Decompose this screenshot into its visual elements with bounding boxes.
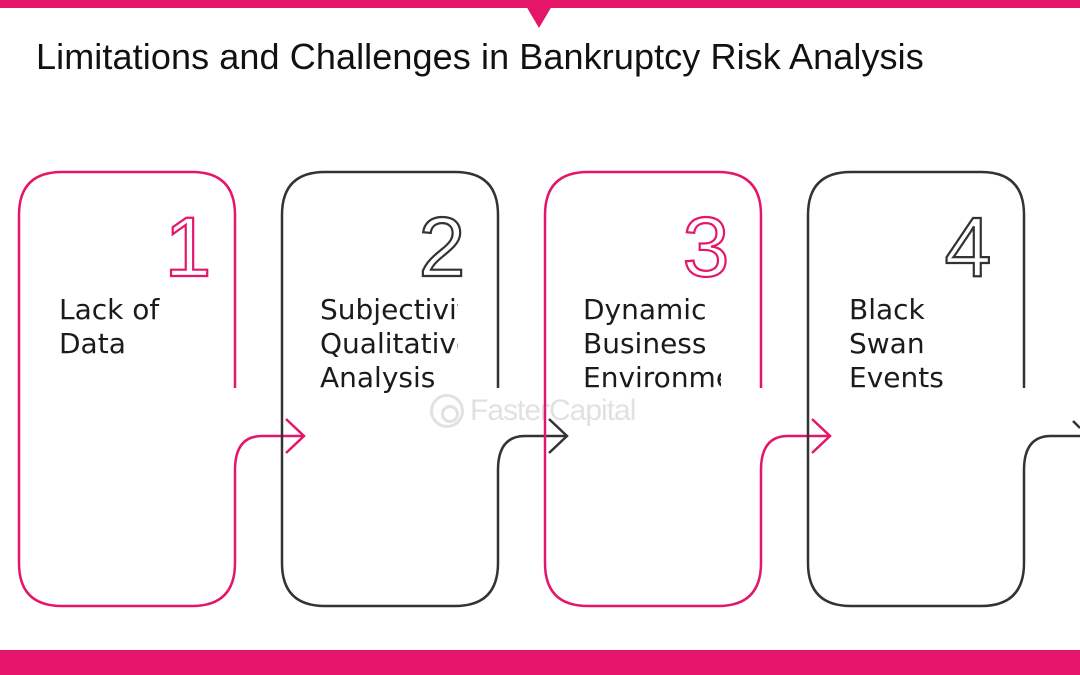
- step-1-outline: [17, 170, 303, 608]
- step-1: 1: [17, 170, 306, 608]
- top-notch-marker: [526, 6, 552, 28]
- step-2: 2: [280, 170, 569, 608]
- step-1-arrow-head: [285, 418, 306, 454]
- fastercapital-watermark: FasterCapital: [430, 390, 660, 432]
- page-title: Limitations and Challenges in Bankruptcy…: [36, 36, 924, 77]
- step-3-number: 3: [683, 200, 730, 294]
- step-1-number: 1: [165, 200, 212, 294]
- step-1-label: Lack of Data: [59, 293, 160, 360]
- top-accent-bar: [0, 0, 1080, 8]
- bottom-accent-bar: [0, 650, 1080, 675]
- step-2-arrow-head: [548, 418, 569, 454]
- step-2-outline: [280, 170, 566, 608]
- step-3: 3: [543, 170, 832, 608]
- watermark-text: FasterCapital: [470, 394, 636, 427]
- step-2-label: Subjectivity Qualitative Analysis: [320, 293, 458, 394]
- step-4: 4: [806, 170, 1080, 608]
- watermark-logo-icon: [430, 394, 464, 428]
- step-4-arrow-head: [1072, 420, 1080, 429]
- step-4-outline: [806, 170, 1080, 608]
- step-4-number: 4: [945, 200, 992, 294]
- step-3-arrow-head: [811, 418, 832, 454]
- step-3-label: Dynamic Business Environment: [583, 293, 721, 394]
- step-3-outline: [543, 170, 829, 608]
- step-4-label: Black Swan Events: [849, 293, 944, 394]
- step-2-number: 2: [419, 200, 466, 294]
